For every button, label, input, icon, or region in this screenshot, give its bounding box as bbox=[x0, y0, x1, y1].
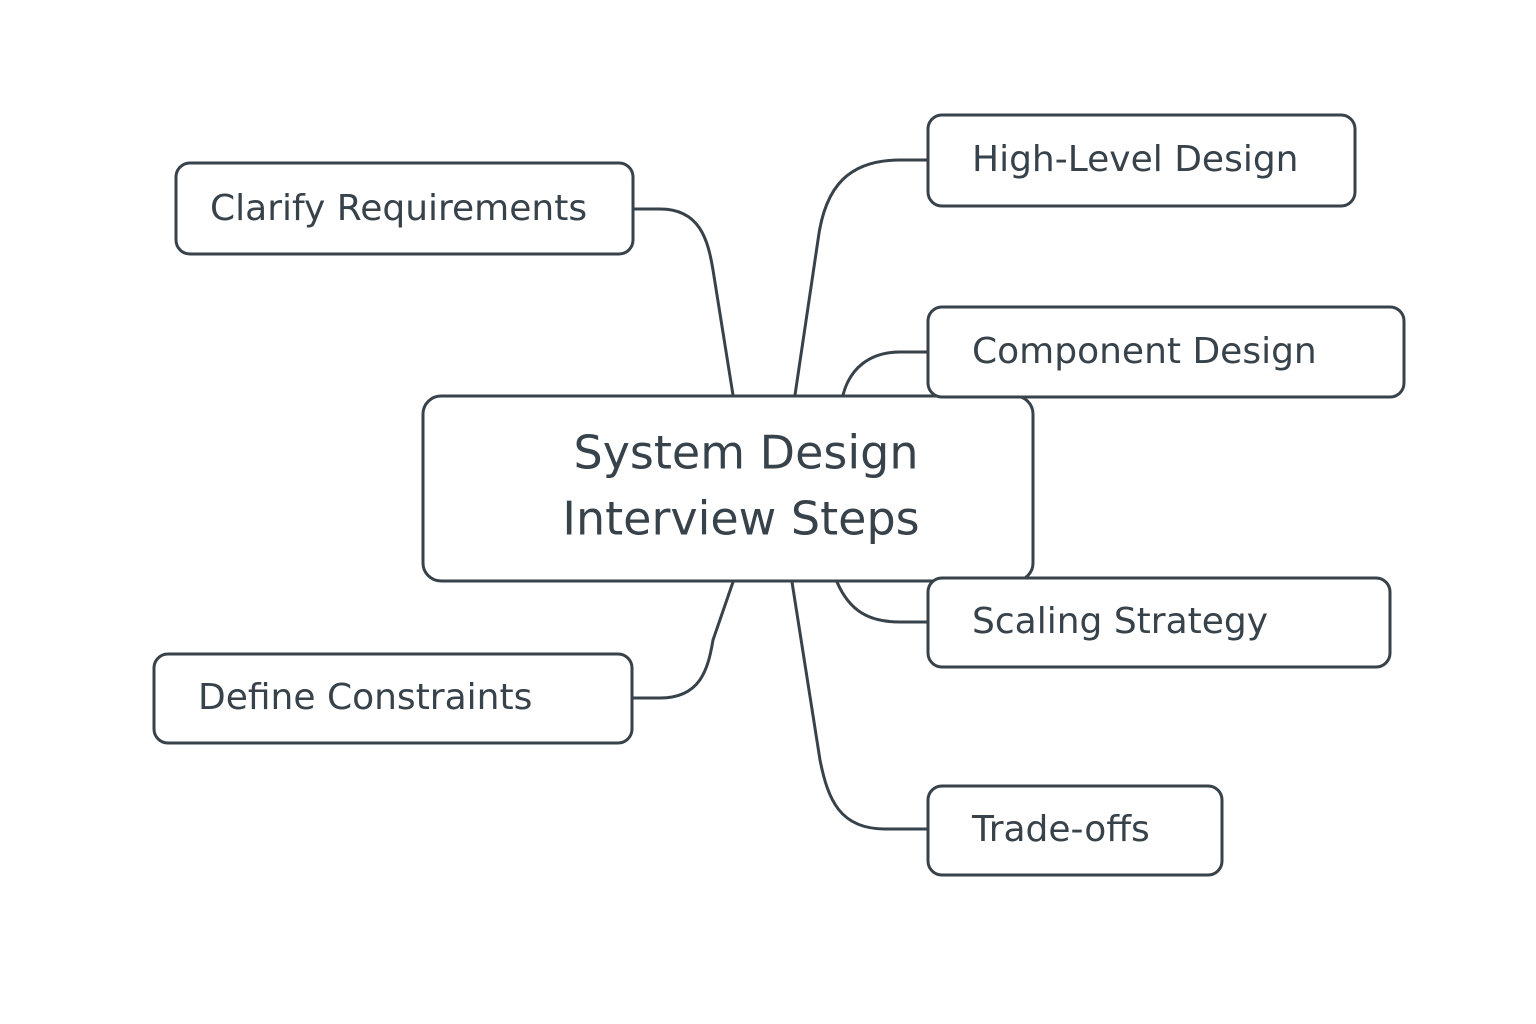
node-clarify-requirements: Clarify Requirements bbox=[174, 161, 635, 256]
center-node-title-line1: System Design bbox=[574, 426, 919, 480]
node-high-level-design: High-Level Design bbox=[926, 113, 1357, 208]
node-clarify-requirements-box bbox=[174, 161, 635, 256]
node-clarify-requirements-label: Clarify Requirements bbox=[210, 188, 587, 229]
node-component-design-label: Component Design bbox=[972, 331, 1317, 372]
node-scaling-strategy-box bbox=[926, 576, 1392, 669]
node-component-design-box bbox=[926, 305, 1406, 399]
connector-scaling-strategy bbox=[835, 580, 930, 624]
node-scaling-strategy-label: Scaling Strategy bbox=[972, 601, 1268, 642]
node-high-level-design-label: High-Level Design bbox=[972, 139, 1299, 180]
connector-trade-offs bbox=[790, 580, 930, 831]
node-high-level-design-box bbox=[926, 113, 1357, 208]
node-trade-offs: Trade-offs bbox=[926, 784, 1224, 877]
connector-clarify-requirements bbox=[630, 207, 735, 397]
center-node-title-line2: Interview Steps bbox=[562, 492, 919, 546]
node-define-constraints-box bbox=[152, 652, 634, 745]
node-define-constraints: Define Constraints bbox=[152, 652, 634, 745]
connectors bbox=[630, 158, 930, 831]
node-scaling-strategy: Scaling Strategy bbox=[926, 576, 1392, 669]
node-define-constraints-label: Define Constraints bbox=[198, 677, 532, 718]
center-node: System Design Interview Steps bbox=[421, 394, 1035, 583]
node-trade-offs-label: Trade-offs bbox=[971, 809, 1150, 850]
connector-high-level-design bbox=[793, 158, 930, 397]
connector-define-constraints bbox=[630, 580, 735, 700]
node-trade-offs-box bbox=[926, 784, 1224, 877]
connector-component-design bbox=[841, 350, 930, 397]
node-component-design: Component Design bbox=[926, 305, 1406, 399]
center-node-box bbox=[421, 394, 1035, 583]
